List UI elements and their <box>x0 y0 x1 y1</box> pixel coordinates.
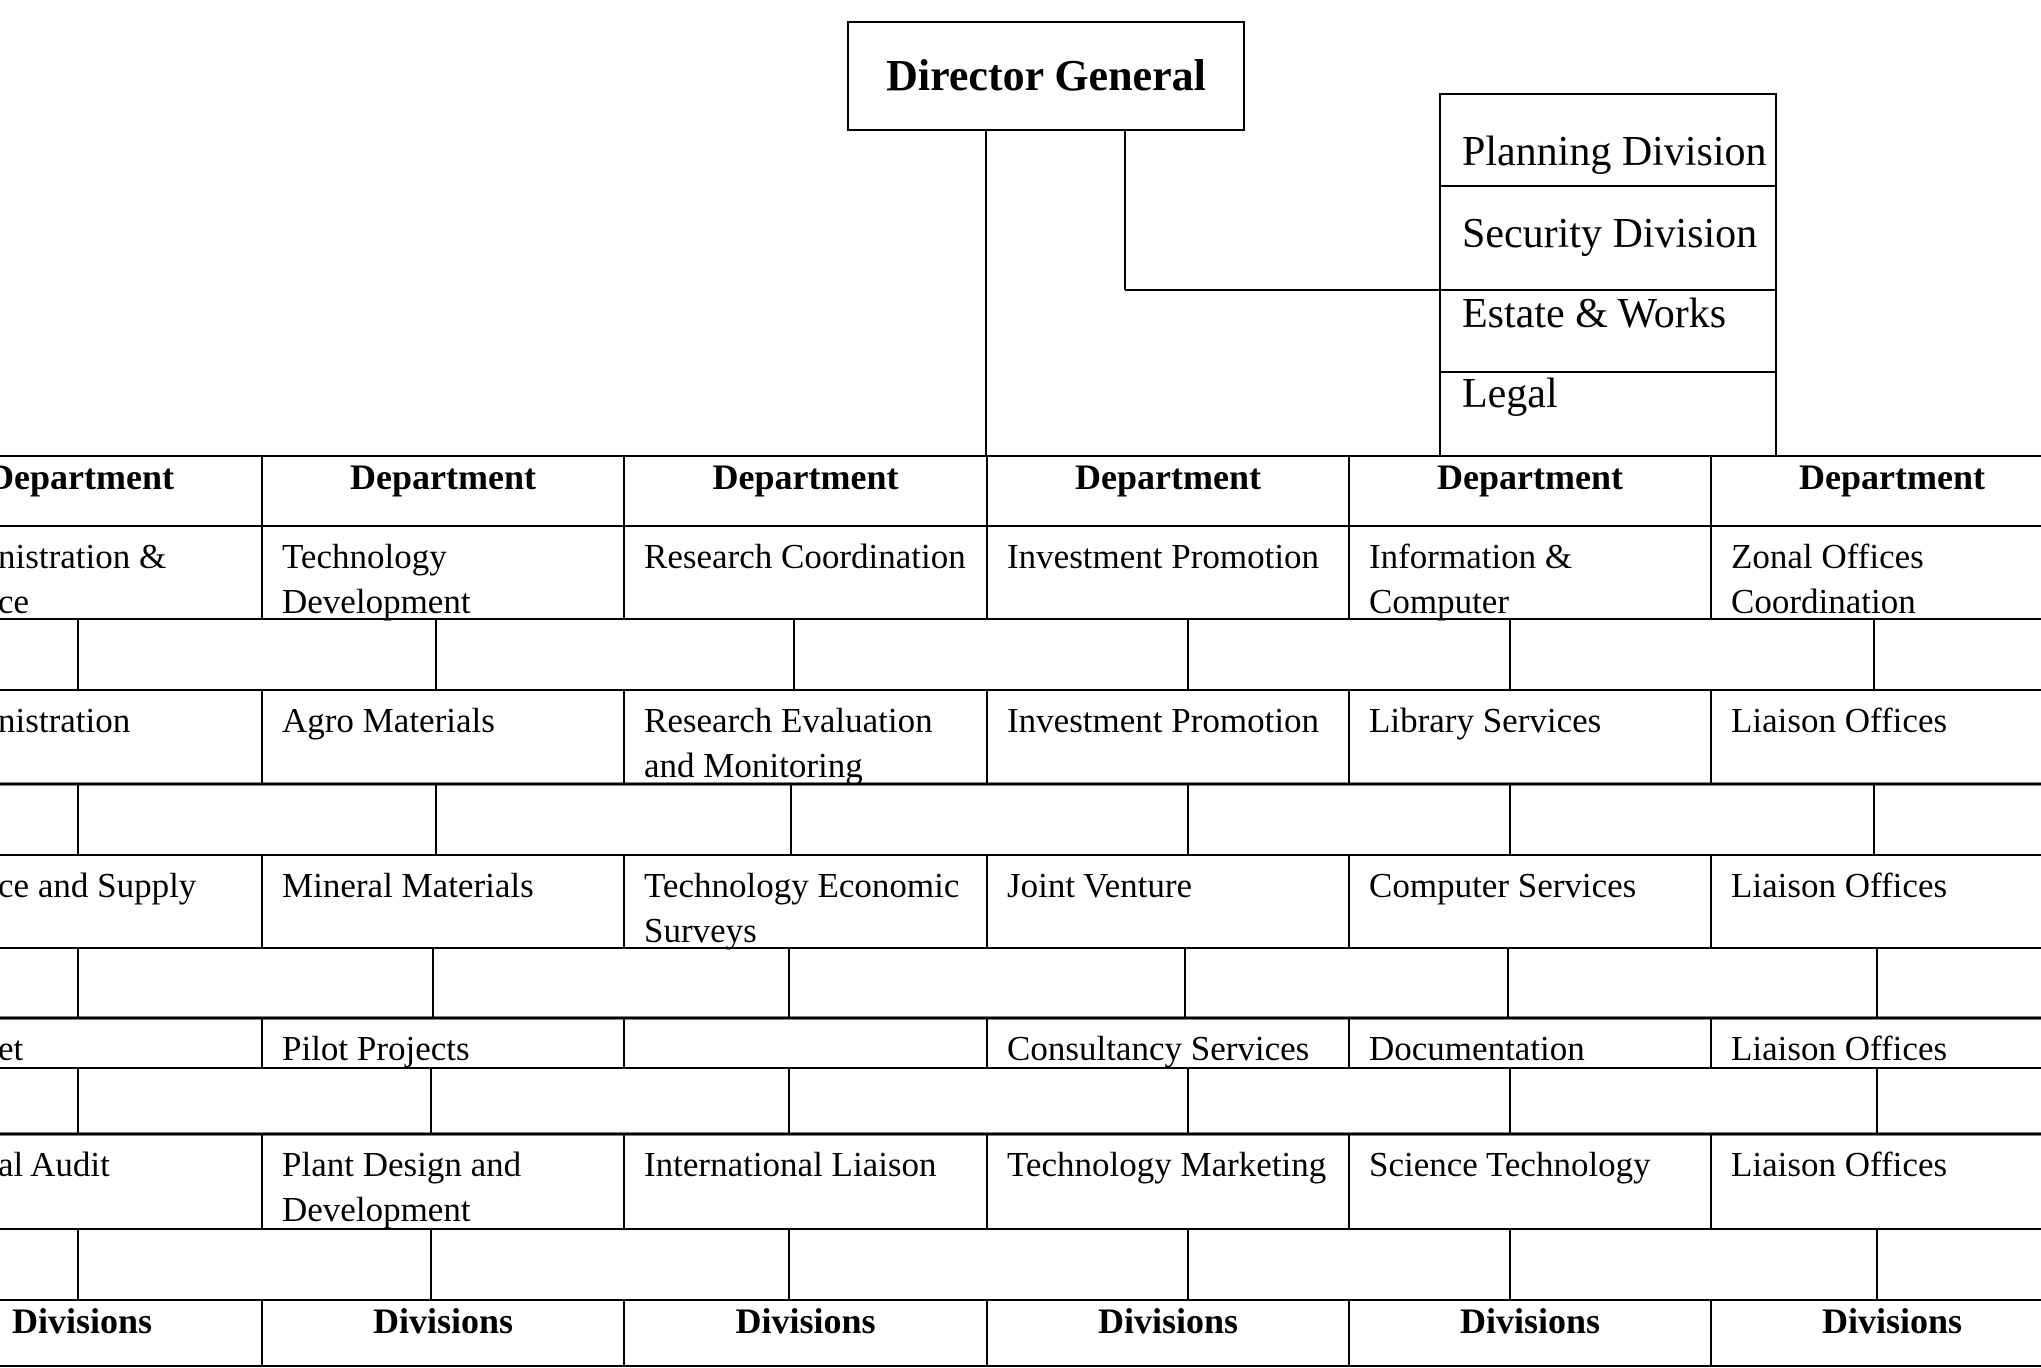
div-footer-1: Divisions <box>11 1301 153 1341</box>
side-unit-planning: Planning Division <box>1462 129 1767 175</box>
side-unit-estate: Estate & Works <box>1462 291 1727 337</box>
dept-cell-r4-c5: Documentation <box>1369 1029 1585 1068</box>
dept-header-6: Department <box>1799 457 1985 497</box>
dept-cell-r1-c3: Research Coordination <box>644 537 966 576</box>
dept-header-3: Department <box>712 457 899 497</box>
div-footer-3: Divisions <box>735 1301 876 1341</box>
dept-cell-r2-c2: Agro Materials <box>282 701 495 740</box>
dept-cell-r1-c5: Information & Computer <box>1369 537 1573 621</box>
dept-cell-r5-c6: Liaison Offices <box>1731 1145 1948 1184</box>
div-footer-4: Divisions <box>1097 1301 1239 1341</box>
dept-cell-r5-c2: Plant Design and Development <box>282 1145 522 1229</box>
dept-cell-r3-c2: Mineral Materials <box>282 866 534 905</box>
dept-cell-r5-c3: International Liaison <box>644 1145 937 1184</box>
dept-cell-r4-c6: Liaison Offices <box>1731 1029 1948 1068</box>
div-footer-6: Divisions <box>1821 1301 1963 1341</box>
side-unit-security: Security Division <box>1462 211 1758 257</box>
dept-cell-r1-c2: Technology Development <box>282 537 471 621</box>
dept-cell-r5-c4: Technology Marketing <box>1007 1145 1327 1184</box>
dept-cell-r2-c1: nistration <box>0 701 131 740</box>
dept-cell-r4-c4: Consultancy Services <box>1007 1029 1310 1068</box>
dept-header-5: Department <box>1437 457 1623 497</box>
dept-cell-r4-c2: Pilot Projects <box>282 1029 470 1068</box>
dept-header-2: Department <box>350 457 536 497</box>
dept-cell-r1-c6: Zonal Offices Coordination <box>1731 537 1924 621</box>
dept-cell-r3-c6: Liaison Offices <box>1731 866 1948 905</box>
dept-cell-r4-c1: et <box>0 1029 24 1068</box>
dept-cell-r2-c3: Research Evaluation and Monitoring <box>644 701 933 785</box>
dept-cell-r2-c5: Library Services <box>1369 701 1602 740</box>
dept-header-4: Department <box>1075 457 1261 497</box>
dept-cell-r3-c4: Joint Venture <box>1007 866 1193 905</box>
dept-cell-r5-c1: al Audit <box>0 1145 110 1184</box>
dept-cell-r1-c4: Investment Promotion <box>1007 537 1320 576</box>
dept-cell-r2-c6: Liaison Offices <box>1731 701 1948 740</box>
director-general-border <box>847 21 1245 131</box>
dept-header-1: Department <box>0 457 174 497</box>
dept-cell-r3-c5: Computer Services <box>1369 866 1637 905</box>
director-general-box: Director General <box>848 22 1244 128</box>
dept-cell-r3-c1: ce and Supply <box>0 866 197 905</box>
director-general-label: Director General <box>886 50 1206 100</box>
dept-cell-r2-c4: Investment Promotion <box>1007 701 1320 740</box>
dept-cell-r1-c1: nistration & ce <box>0 537 167 621</box>
side-unit-legal: Legal <box>1462 371 1558 417</box>
div-footer-5: Divisions <box>1459 1301 1601 1341</box>
div-footer-2: Divisions <box>372 1301 514 1341</box>
dept-cell-r3-c3: Technology Economic Surveys <box>644 866 960 950</box>
dept-cell-r5-c5: Science Technology <box>1369 1145 1651 1184</box>
